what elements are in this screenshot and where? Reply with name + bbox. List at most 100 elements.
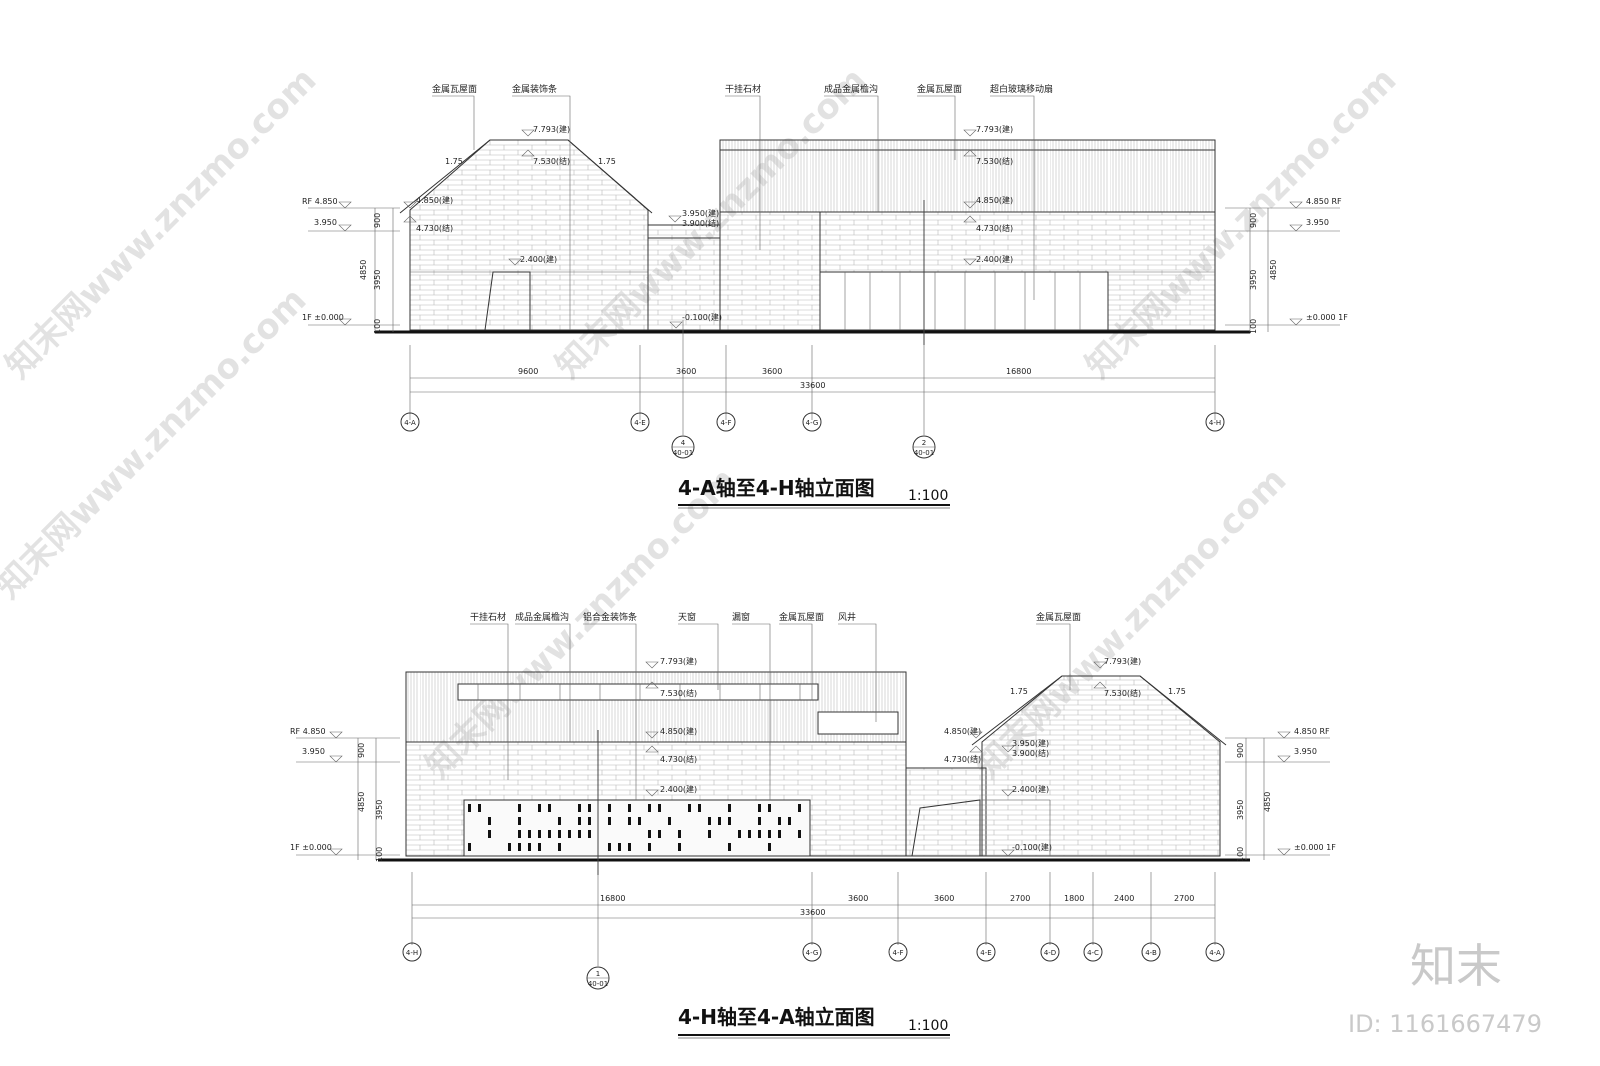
level-label: ±0.000 1F — [1294, 843, 1336, 852]
lattice-opening — [798, 804, 801, 812]
lattice-opening — [508, 843, 511, 851]
vdim: 3950 — [373, 270, 382, 290]
elevation-marks: 7.793(建) 7.530(结) 4.850(建) 4.730(结) 3.95… — [403, 124, 1013, 329]
lattice-opening — [578, 804, 581, 812]
elev-label: 4.730(结) — [944, 754, 981, 764]
skylight — [457, 683, 819, 701]
dim-label: 16800 — [1006, 367, 1031, 376]
glass-sliding-doors — [819, 271, 1109, 331]
vdim: 100 — [1249, 319, 1258, 334]
axis-bubble — [976, 942, 996, 962]
lattice-opening — [738, 830, 741, 838]
lattice-opening — [538, 830, 541, 838]
level-label: RF 4.850 — [302, 197, 338, 206]
section-sheet: 40-01 — [914, 449, 934, 457]
lattice-opening — [518, 817, 521, 825]
level-label: 1F ±0.000 — [290, 843, 332, 852]
section-marks: 1 40-01 — [586, 875, 610, 990]
dim-label: 3600 — [934, 894, 954, 903]
axis-label: 4-E — [980, 949, 991, 957]
lattice-opening — [648, 843, 651, 851]
elev-label: -0.100(建) — [682, 312, 722, 322]
lattice-opening — [588, 804, 591, 812]
callout-label: 金属装饰条 — [512, 83, 557, 95]
lattice-opening — [558, 830, 561, 838]
lattice-opening — [608, 817, 611, 825]
axis-bubble — [1141, 942, 1161, 962]
callout-label: 干挂石材 — [470, 611, 506, 623]
lattice-opening — [768, 830, 771, 838]
level-label: RF 4.850 — [290, 727, 326, 736]
callout-label: 成品金属檐沟 — [515, 611, 569, 623]
lattice-opening — [518, 804, 521, 812]
dim-label: 2400 — [1114, 894, 1134, 903]
lattice-opening — [628, 804, 631, 812]
lattice-opening — [548, 830, 551, 838]
level-label: 1F ±0.000 — [302, 313, 344, 322]
lattice-opening — [548, 804, 551, 812]
vdim: 4850 — [1269, 260, 1278, 280]
elevation-1: 金属瓦屋面 金属装饰条 干挂石材 成品金属檐沟 金属瓦屋面 超白玻璃移动扇 7.… — [302, 83, 1348, 509]
lattice-opening — [488, 830, 491, 838]
dim-label: 9600 — [518, 367, 538, 376]
level-label: 4.850 RF — [1306, 197, 1342, 206]
dim-label: 3600 — [762, 367, 782, 376]
axis-label: 4-G — [806, 949, 819, 957]
lattice-opening — [708, 817, 711, 825]
elev-label: 4.850(建) — [660, 726, 697, 736]
lattice-opening — [558, 817, 561, 825]
lattice-opening — [478, 804, 481, 812]
lattice-opening — [588, 817, 591, 825]
axis-label: 4-B — [1145, 949, 1157, 957]
vdim: 4850 — [359, 260, 368, 280]
callout-label: 金属瓦屋面 — [432, 83, 477, 95]
elev-label: 3.900(结) — [682, 218, 719, 228]
drawing-scale: 1:100 — [908, 488, 948, 504]
slope-label: 1.75 — [598, 157, 616, 166]
vdim: 4850 — [1263, 792, 1272, 812]
lattice-opening — [718, 817, 721, 825]
elev-label: 7.530(结) — [660, 688, 697, 698]
lattice-opening — [568, 830, 571, 838]
lattice-opening — [528, 830, 531, 838]
lattice-opening — [778, 830, 781, 838]
elev-label: 7.793(建) — [660, 656, 697, 666]
lattice-opening — [558, 843, 561, 851]
elev-label: 3.900(结) — [1012, 748, 1049, 758]
entrance-door — [911, 799, 981, 857]
elevation-marks: 7.793(建) 7.530(结) 4.850(建) 4.730(结) 2.40… — [645, 656, 1186, 857]
axis-label: 4-H — [1209, 419, 1221, 427]
section-marks: 4 40-01 2 40-01 — [671, 320, 936, 459]
gable-building-left — [409, 139, 649, 331]
elev-label: 7.530(结) — [1104, 688, 1141, 698]
section-sheet: 40-01 — [588, 980, 608, 988]
lattice-opening — [618, 843, 621, 851]
elevation-2: 干挂石材 成品金属檐沟 铝合金装饰条 天窗 漏窗 金属瓦屋面 风井 金属瓦屋面 … — [290, 611, 1336, 1039]
drawing-title: 4-H轴至4-A轴立面图 — [678, 1005, 875, 1029]
axis-bubble — [630, 412, 650, 432]
elev-label: 2.400(建) — [520, 254, 557, 264]
lattice-opening — [628, 843, 631, 851]
axis-bubble — [402, 942, 422, 962]
lattice-opening — [518, 843, 521, 851]
elev-label: 4.730(结) — [416, 223, 453, 233]
elev-label: 2.400(建) — [1012, 784, 1049, 794]
lattice-opening — [538, 843, 541, 851]
lattice-opening — [468, 804, 471, 812]
vdim: 900 — [373, 213, 382, 228]
axis-label: 4-C — [1087, 949, 1099, 957]
axis-bubble — [802, 942, 822, 962]
lattice-opening — [758, 830, 761, 838]
axis-bubble — [802, 412, 822, 432]
slope-label: 1.75 — [1168, 687, 1186, 696]
dim-total: 33600 — [800, 381, 825, 390]
gable-building-right — [981, 675, 1221, 857]
lattice-opening — [768, 804, 771, 812]
axis-label: 4-E — [634, 419, 645, 427]
axis-label: 4-H — [406, 949, 418, 957]
lattice-opening — [658, 830, 661, 838]
elev-label: 7.793(建) — [1104, 656, 1141, 666]
brand-logo: 知末 — [1410, 939, 1502, 993]
lattice-opening — [798, 830, 801, 838]
dim-label: 3600 — [676, 367, 696, 376]
